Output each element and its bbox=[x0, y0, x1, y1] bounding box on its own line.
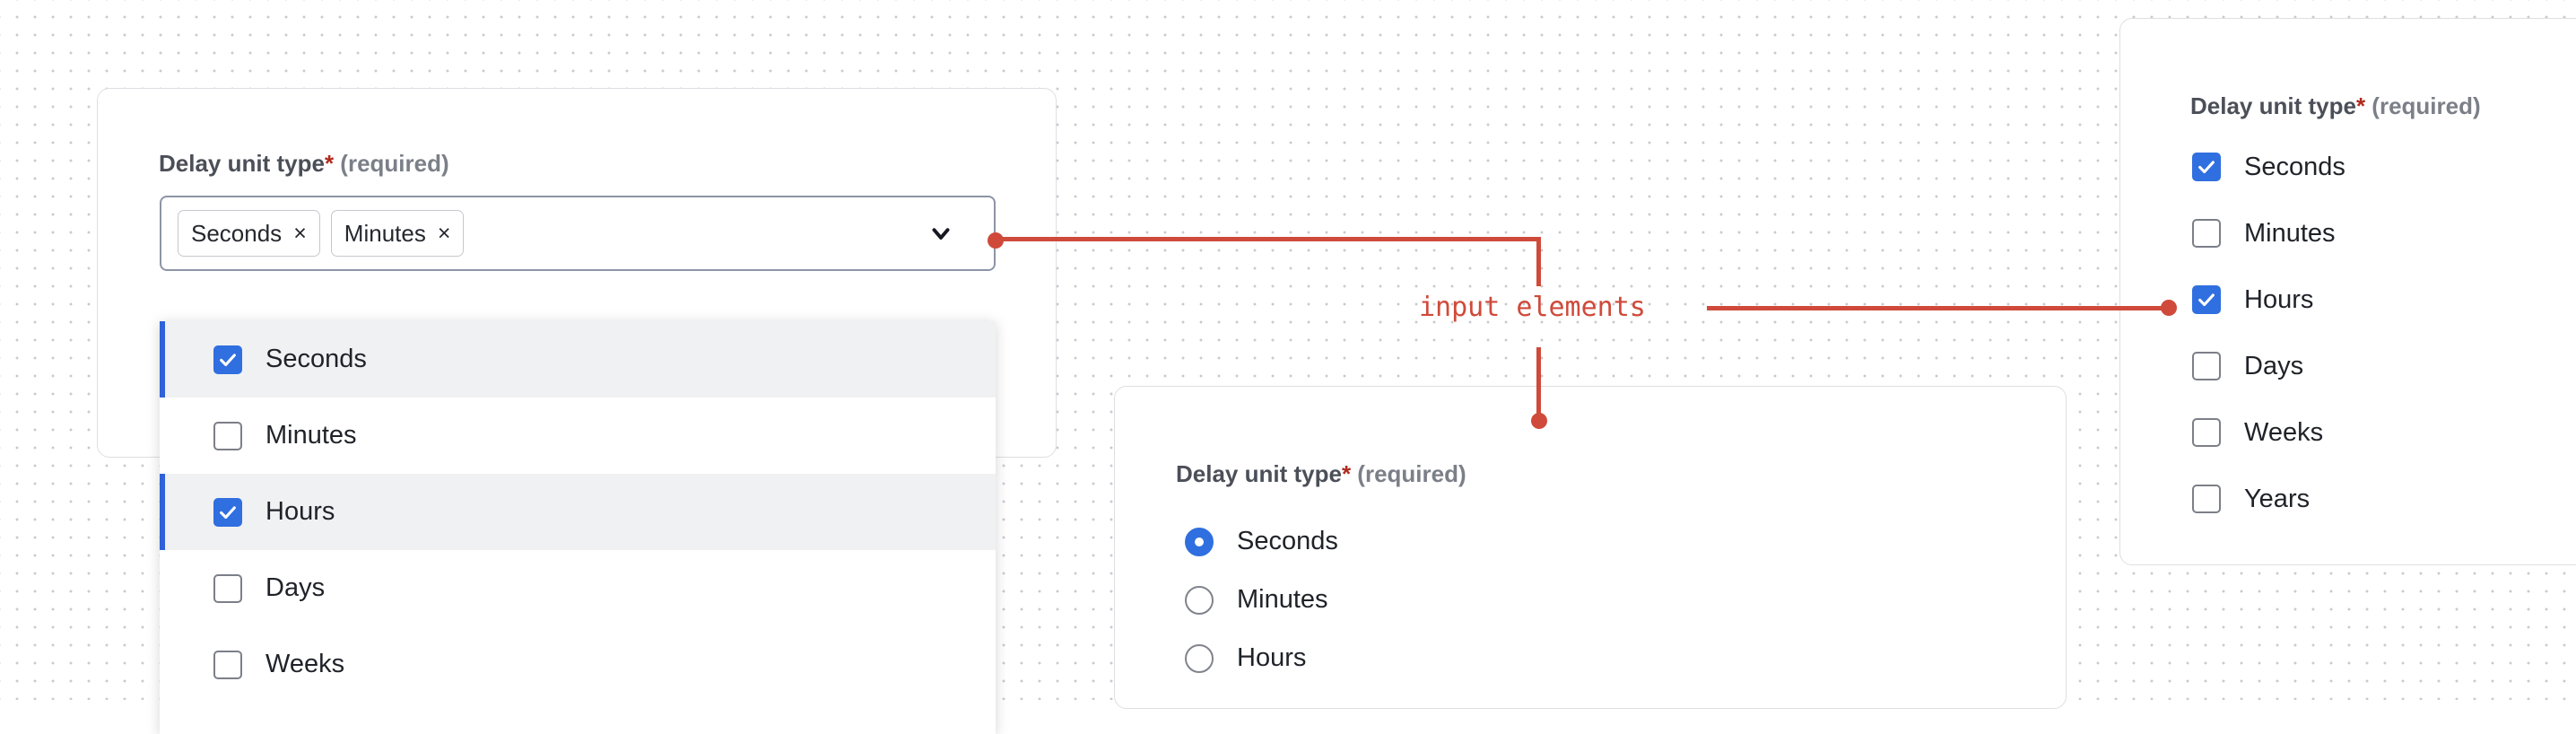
checkbox-option-label: Years bbox=[2244, 484, 2311, 513]
checkbox-option-seconds[interactable]: Seconds bbox=[2192, 134, 2345, 200]
dropdown-option-days[interactable]: Days bbox=[160, 550, 996, 626]
radio-unselected-icon[interactable] bbox=[1185, 643, 1214, 673]
radio-unselected-icon[interactable] bbox=[1185, 585, 1214, 615]
radio-option-label: Seconds bbox=[1237, 527, 1338, 555]
tag-label: Minutes bbox=[344, 219, 426, 247]
remove-tag-icon[interactable]: × bbox=[293, 220, 307, 246]
radio-option-label: Hours bbox=[1237, 643, 1307, 672]
checkbox-option-weeks[interactable]: Weeks bbox=[2192, 399, 2345, 466]
checkbox-checked-icon[interactable] bbox=[2192, 285, 2221, 314]
radio-option-list: Seconds Minutes Hours bbox=[1185, 512, 1338, 687]
required-hint: (required) bbox=[340, 150, 449, 177]
checkbox-unchecked-icon[interactable] bbox=[2192, 352, 2221, 380]
tag-label: Seconds bbox=[191, 219, 283, 247]
dropdown-option-label: Weeks bbox=[265, 650, 345, 678]
radio-option-label: Minutes bbox=[1237, 585, 1328, 614]
required-asterisk: * bbox=[324, 150, 335, 177]
dropdown-option-minutes[interactable]: Minutes bbox=[160, 398, 996, 474]
radio-option-minutes[interactable]: Minutes bbox=[1185, 571, 1338, 629]
checkbox-unchecked-icon[interactable] bbox=[2192, 418, 2221, 447]
selected-tag-minutes[interactable]: Minutes × bbox=[330, 210, 465, 257]
checkbox-option-label: Minutes bbox=[2244, 218, 2336, 248]
radio-group-card: Delay unit type* (required) Seconds Minu… bbox=[1114, 386, 2067, 709]
checkbox-option-list: Seconds Minutes Hours Days Weeks bbox=[2192, 134, 2345, 532]
checkbox-option-days[interactable]: Days bbox=[2192, 333, 2345, 399]
checkbox-option-label: Seconds bbox=[2244, 152, 2345, 181]
checkbox-option-label: Weeks bbox=[2244, 417, 2324, 447]
required-hint: (required) bbox=[2371, 92, 2481, 119]
multiselect-input[interactable]: Seconds × Minutes × bbox=[160, 196, 996, 271]
dropdown-option-label: Seconds bbox=[265, 345, 367, 373]
required-asterisk: * bbox=[2355, 92, 2366, 119]
radio-option-hours[interactable]: Hours bbox=[1185, 629, 1338, 687]
selected-tag-seconds[interactable]: Seconds × bbox=[178, 210, 320, 257]
dropdown-option-hours[interactable]: Hours bbox=[160, 474, 996, 550]
dropdown-option-seconds[interactable]: Seconds bbox=[160, 321, 996, 398]
checkbox-option-minutes[interactable]: Minutes bbox=[2192, 200, 2345, 267]
checkbox-option-label: Hours bbox=[2244, 284, 2314, 314]
dropdown-option-weeks[interactable]: Weeks bbox=[160, 626, 996, 703]
radio-selected-icon[interactable] bbox=[1185, 527, 1214, 556]
checkbox-option-years[interactable]: Years bbox=[2192, 466, 2345, 532]
checkbox-unchecked-icon[interactable] bbox=[213, 650, 242, 679]
radio-label-main: Delay unit type bbox=[1176, 460, 1342, 487]
checkbox-unchecked-icon[interactable] bbox=[213, 421, 242, 450]
required-asterisk: * bbox=[1341, 460, 1352, 487]
checkbox-group-card: Delay unit type* (required) Seconds Minu… bbox=[2119, 18, 2576, 565]
checkbox-option-label: Days bbox=[2244, 351, 2304, 380]
dropdown-option-label: Hours bbox=[265, 497, 335, 526]
checkbox-field-label: Delay unit type* (required) bbox=[2190, 92, 2481, 120]
checkbox-label-main: Delay unit type bbox=[2190, 92, 2356, 119]
checkbox-option-hours[interactable]: Hours bbox=[2192, 267, 2345, 333]
checkbox-checked-icon[interactable] bbox=[213, 497, 242, 527]
checkbox-checked-icon[interactable] bbox=[2192, 153, 2221, 181]
chevron-down-icon[interactable] bbox=[927, 220, 954, 247]
dropdown-option-label: Days bbox=[265, 573, 326, 602]
dropdown-option-label: Minutes bbox=[265, 421, 357, 450]
checkbox-unchecked-icon[interactable] bbox=[2192, 219, 2221, 248]
radio-field-label: Delay unit type* (required) bbox=[1176, 460, 1466, 488]
checkbox-checked-icon[interactable] bbox=[213, 345, 242, 374]
checkbox-unchecked-icon[interactable] bbox=[2192, 485, 2221, 513]
radio-option-seconds[interactable]: Seconds bbox=[1185, 512, 1338, 571]
remove-tag-icon[interactable]: × bbox=[437, 220, 451, 246]
multiselect-dropdown-panel[interactable]: Seconds Minutes Hours Days Weeks bbox=[160, 321, 996, 734]
required-hint: (required) bbox=[1357, 460, 1466, 487]
multiselect-label-main: Delay unit type bbox=[159, 150, 325, 177]
multiselect-field-label: Delay unit type* (required) bbox=[159, 150, 449, 178]
checkbox-unchecked-icon[interactable] bbox=[213, 573, 242, 603]
